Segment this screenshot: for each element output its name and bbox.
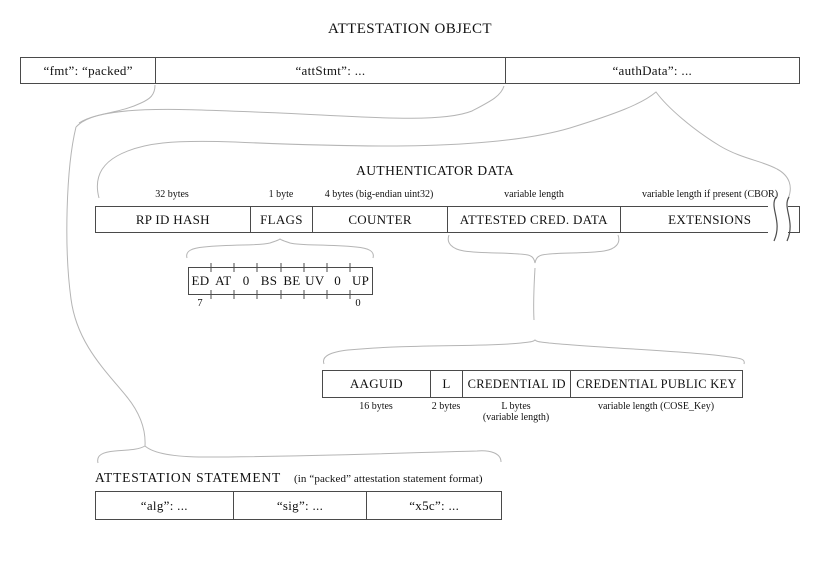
flags-size: 1 byte [268,189,294,200]
extensions-size: variable length if present (CBOR) [641,189,779,200]
flags-bits-row: ED AT 0 BS BE UV 0 UP [188,267,373,295]
attstmt-funnel-right-curve [78,85,505,124]
flag-bit-be: BE [283,273,301,288]
attstmt-cell: “attStmt”: ... [156,58,506,83]
attested-cred-data-size: variable length [504,189,564,200]
credential-id-size-note: (variable length) [482,412,550,423]
attested-cred-hug-brace [447,234,620,264]
flags-brace [186,238,374,259]
counter-size: 4 bytes (big-endian uint32) [324,189,434,200]
alg-cell: “alg”: ... [96,492,234,519]
flags-cell: FLAGS [251,207,314,232]
rp-id-hash-size: 32 bytes [155,189,189,200]
extensions-cell: EXTENSIONS [668,211,752,227]
fmt-cell: “fmt”: “packed” [21,58,157,83]
flags-high-bit-label: 7 [197,298,203,309]
attested-cred-detail-row: AAGUID L CREDENTIAL ID CREDENTIAL PUBLIC… [322,370,743,398]
credential-id-size: L bytes [501,401,531,412]
flag-bit-ed: ED [191,273,210,288]
attestation-object-row: “fmt”: “packed” “attStmt”: ... “authData… [20,57,800,84]
authenticator-data-row: RP ID HASH FLAGS COUNTER ATTESTED CRED. … [95,206,800,233]
counter-cell: COUNTER [313,207,448,232]
flag-bit-bs: BS [260,273,278,288]
flags-low-bit-label: 0 [355,298,361,309]
attestation-statement-row: “alg”: ... “sig”: ... “x5c”: ... [95,491,502,520]
credential-public-key-size: variable length (COSE_Key) [597,401,715,412]
attested-cred-wide-brace [322,339,745,365]
flag-bit-rfu2: 0 [334,273,342,288]
authenticator-data-title: AUTHENTICATOR DATA [356,163,514,178]
flag-bit-uv: UV [305,273,325,288]
attstmt-funnel-left-curve [75,84,156,128]
rp-id-hash-cell: RP ID HASH [96,207,251,232]
aaguid-size: 16 bytes [359,401,393,412]
x5c-cell: “x5c”: ... [409,497,460,513]
credential-public-key-cell: CREDENTIAL PUBLIC KEY [576,376,737,391]
flag-bit-at: AT [215,273,232,288]
authdata-cell: “authData”: ... [612,62,693,78]
attested-cred-vertical-connector [533,267,536,321]
authdata-brace [96,91,791,200]
length-cell: L [431,371,464,397]
credential-id-cell: CREDENTIAL ID [463,371,572,397]
flag-bit-rfu1: 0 [242,273,250,288]
length-size: 2 bytes [431,401,461,412]
attestation-statement-brace [97,445,502,464]
page-title: ATTESTATION OBJECT [328,21,492,37]
attstmt-channel-curve [66,126,146,447]
attestation-statement-heading: ATTESTATION STATEMENT (in “packed” attes… [95,470,483,486]
aaguid-cell: AAGUID [323,371,431,397]
flag-bit-up: UP [351,273,370,288]
attested-cred-data-cell: ATTESTED CRED. DATA [448,207,621,232]
attestation-statement-format-note: (in “packed” attestation statement forma… [294,473,483,485]
sig-cell: “sig”: ... [234,492,368,519]
attestation-statement-title: ATTESTATION STATEMENT [95,470,281,485]
